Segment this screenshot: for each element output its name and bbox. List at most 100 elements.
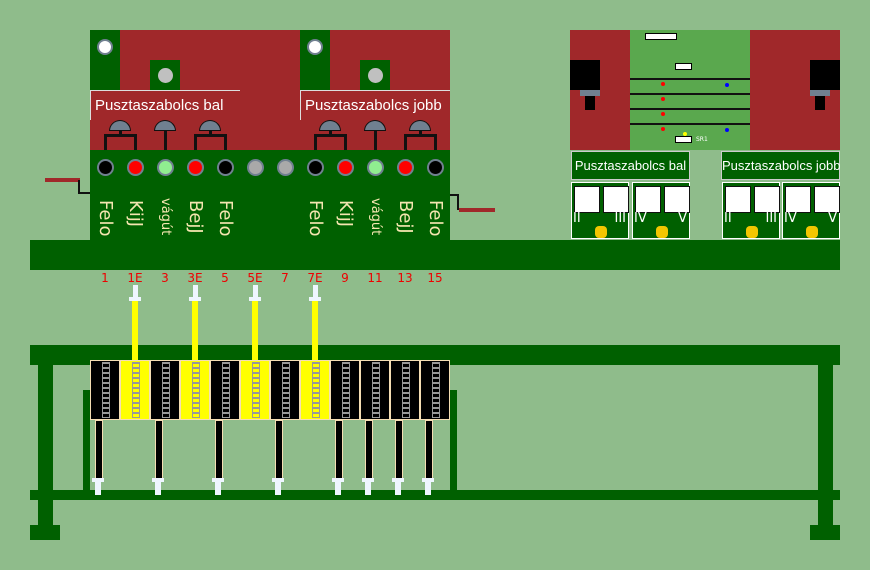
route-button[interactable] xyxy=(785,186,811,213)
pull-rod[interactable] xyxy=(95,420,103,480)
pull-rod[interactable] xyxy=(395,420,403,480)
indicator-lamp xyxy=(157,159,174,176)
lever[interactable] xyxy=(390,360,420,420)
lever[interactable] xyxy=(240,360,270,420)
wire-left xyxy=(45,178,80,182)
indicator-lamp xyxy=(367,159,384,176)
lever-number: 1 xyxy=(101,271,109,285)
signal-stem xyxy=(815,96,825,110)
lever-number: 5 xyxy=(221,271,229,285)
lever-chain xyxy=(432,362,440,418)
pull-rod[interactable] xyxy=(215,420,223,480)
indicator-lamp xyxy=(127,159,144,176)
base-bar xyxy=(30,240,840,270)
lamp-label: KijJ xyxy=(125,200,146,228)
track-label: IV xyxy=(634,211,647,226)
indicator-lamp xyxy=(368,68,383,83)
wire xyxy=(450,194,458,196)
rod-handle xyxy=(133,285,138,297)
rod-foot xyxy=(92,478,104,482)
pull-rod[interactable] xyxy=(365,420,373,480)
signal-stem xyxy=(585,96,595,110)
rod-foot xyxy=(275,482,281,495)
rod-foot xyxy=(362,478,374,482)
indicator-lamp xyxy=(337,159,354,176)
wire xyxy=(457,194,459,210)
route-button[interactable] xyxy=(814,186,840,213)
wire-right xyxy=(459,208,495,212)
lever[interactable] xyxy=(180,360,210,420)
lever[interactable] xyxy=(210,360,240,420)
lever[interactable] xyxy=(360,360,390,420)
pull-rod[interactable] xyxy=(312,301,318,360)
pull-rod[interactable] xyxy=(132,301,138,360)
frame-post-right xyxy=(818,365,833,530)
lever-chain xyxy=(342,362,350,418)
rod-handle xyxy=(193,285,198,297)
lamp-label: Felo xyxy=(95,200,116,237)
pull-rod[interactable] xyxy=(275,420,283,480)
pull-rod[interactable] xyxy=(155,420,163,480)
rod-handle xyxy=(129,297,141,301)
lever-number: 13 xyxy=(397,271,413,285)
block-indicator-right xyxy=(300,30,330,90)
wire xyxy=(78,192,90,194)
lamp-label: BejJ xyxy=(395,200,416,234)
track-label: V xyxy=(828,211,837,226)
knob-icon[interactable] xyxy=(656,226,668,238)
route-button[interactable] xyxy=(725,186,751,213)
pull-rod[interactable] xyxy=(425,420,433,480)
panel-title-right: Pusztaszabolcs jobb xyxy=(300,90,450,120)
route-button[interactable] xyxy=(754,186,780,213)
track xyxy=(630,93,750,95)
route-button[interactable] xyxy=(664,186,690,213)
indicator-lamp xyxy=(427,159,444,176)
rod-handle xyxy=(189,297,201,301)
rod-foot xyxy=(155,482,161,495)
lever[interactable] xyxy=(90,360,120,420)
lever[interactable] xyxy=(150,360,180,420)
counter xyxy=(645,33,677,40)
route-button[interactable] xyxy=(574,186,600,213)
route-button[interactable] xyxy=(635,186,661,213)
lever-chain xyxy=(252,362,260,418)
knob-icon[interactable] xyxy=(806,226,818,238)
rod-foot xyxy=(95,482,101,495)
rod-handle xyxy=(313,285,318,297)
indicator-lamp xyxy=(217,159,234,176)
block-indicator-left xyxy=(90,30,120,90)
button-stem xyxy=(209,131,212,135)
lamp-label: KijJ xyxy=(335,200,356,228)
button-stem xyxy=(419,131,422,135)
station-map[interactable]: SR1 xyxy=(630,30,750,150)
lever-number: 3E xyxy=(187,271,203,285)
lever[interactable] xyxy=(330,360,360,420)
pull-rod[interactable] xyxy=(335,420,343,480)
knob-icon[interactable] xyxy=(595,226,607,238)
lamp-label: vágút xyxy=(368,198,383,236)
track-label: III xyxy=(765,211,777,226)
indicator-lamp xyxy=(97,159,114,176)
indicator-lamp xyxy=(307,39,323,55)
indicator-lamp xyxy=(397,159,414,176)
lever-number: 15 xyxy=(427,271,443,285)
button-stem xyxy=(374,131,377,150)
lever[interactable] xyxy=(300,360,330,420)
lamp-panel xyxy=(90,150,450,240)
pull-rod[interactable] xyxy=(192,301,198,360)
frame-inner-right xyxy=(450,390,457,490)
counter xyxy=(675,63,692,70)
signal-box xyxy=(810,60,840,90)
lever[interactable] xyxy=(420,360,450,420)
map-label: SR1 xyxy=(696,136,708,143)
track-label: IV xyxy=(784,211,797,226)
rod-foot xyxy=(152,478,164,482)
lever[interactable] xyxy=(270,360,300,420)
route-group: II III xyxy=(571,182,629,239)
indicator-lamp xyxy=(187,159,204,176)
pull-rod[interactable] xyxy=(252,301,258,360)
knob-icon[interactable] xyxy=(746,226,758,238)
lever[interactable] xyxy=(120,360,150,420)
station-title-left: Pusztaszabolcs bal xyxy=(571,151,690,180)
route-button[interactable] xyxy=(603,186,629,213)
